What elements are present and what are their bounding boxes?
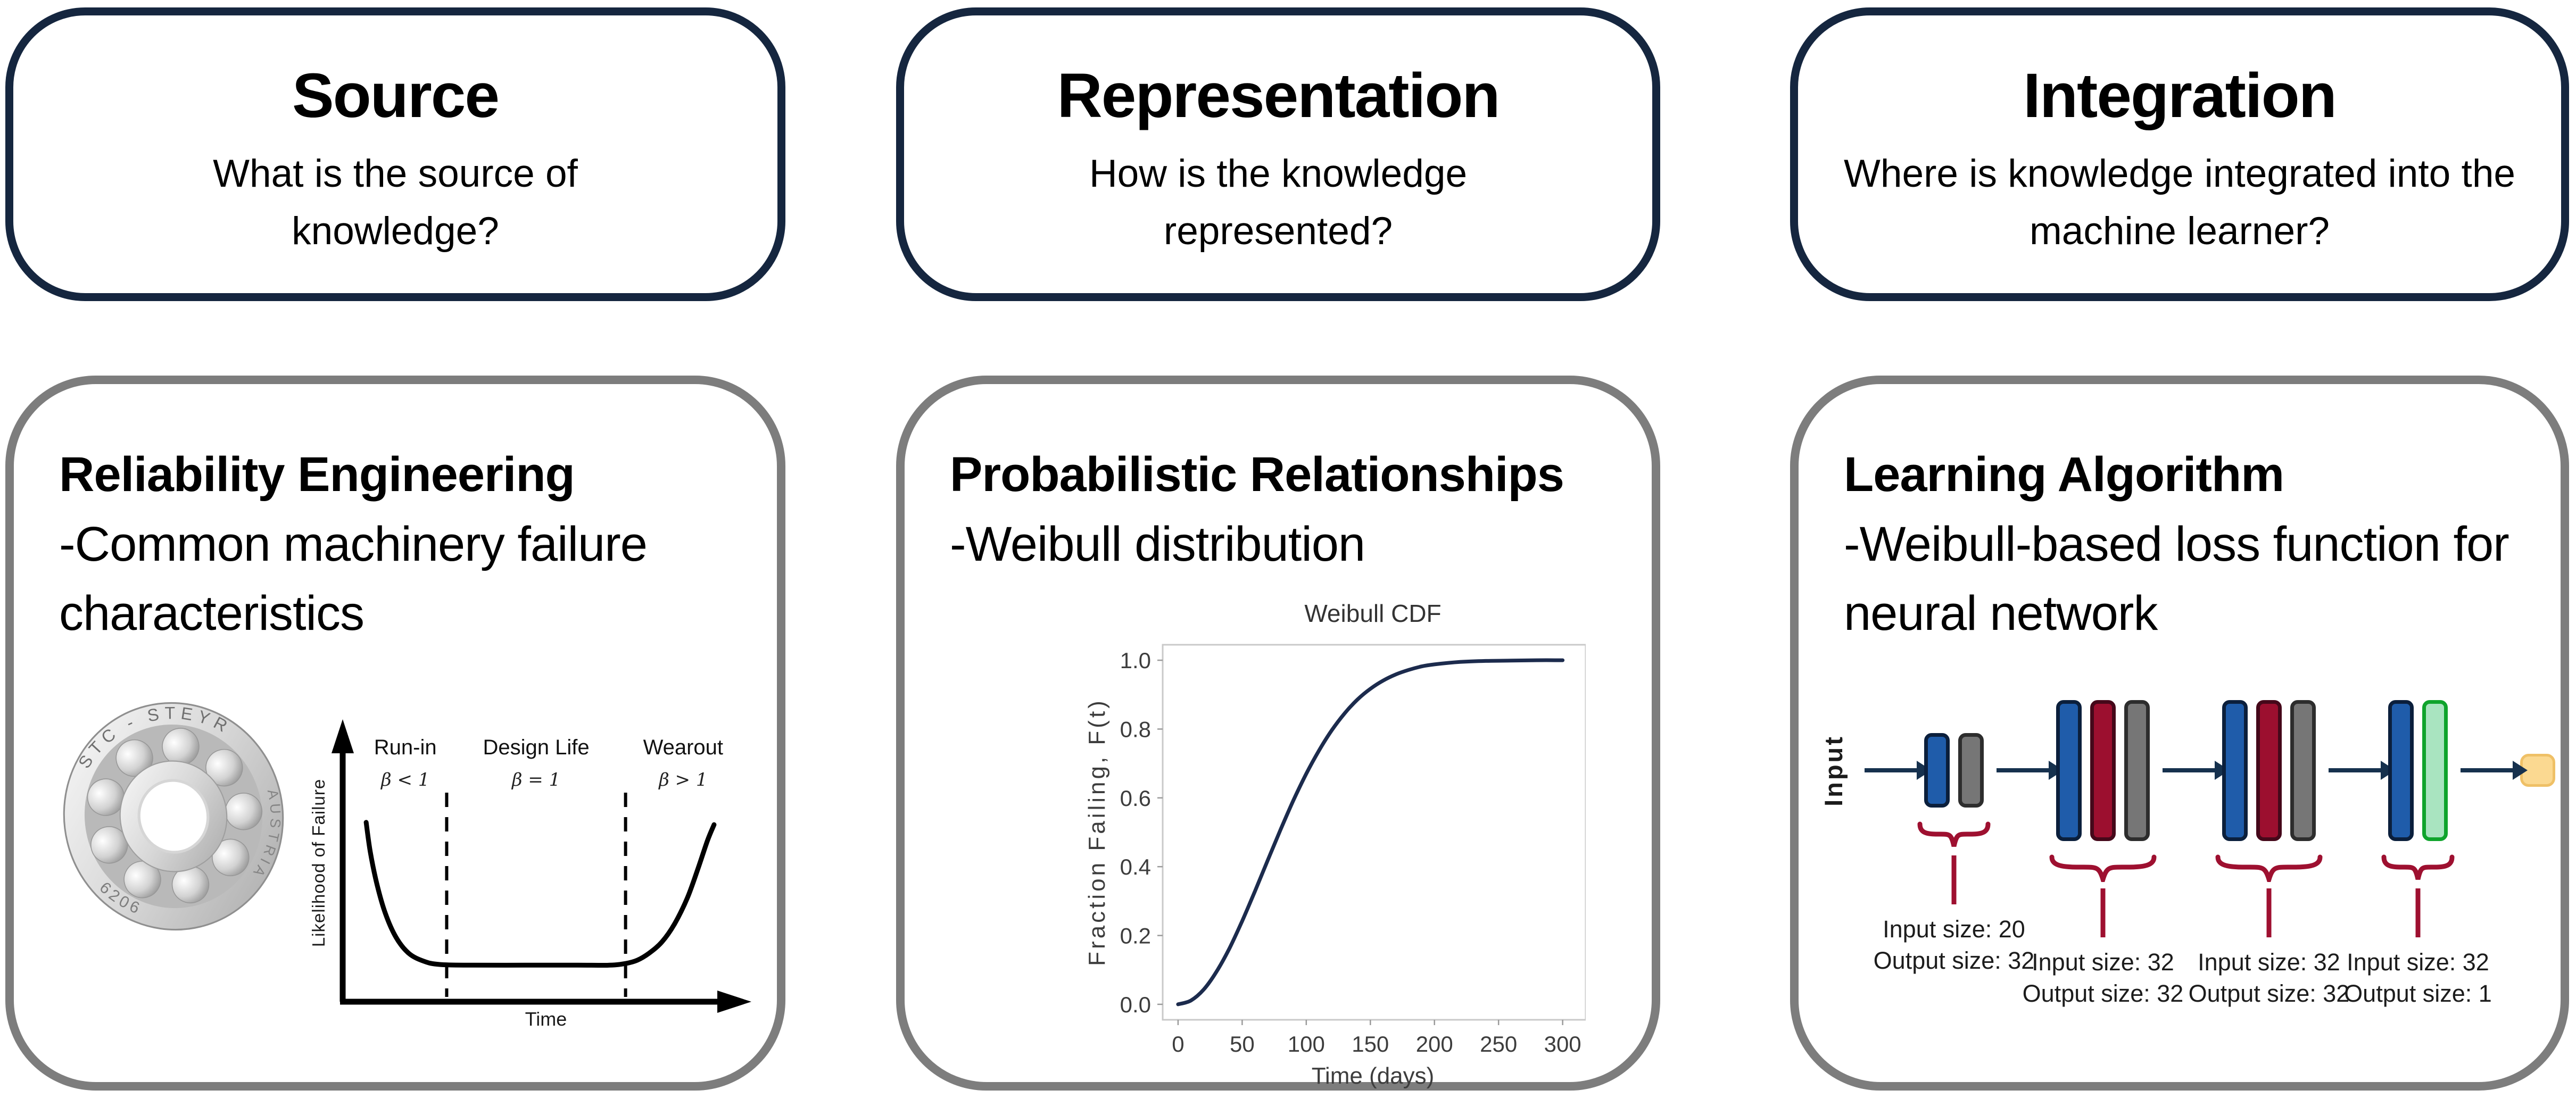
card-title-probabilistic: Probabilistic Relationships [950, 447, 1564, 502]
nn-brace-pointer-line [1951, 855, 1957, 904]
card-learning-algorithm: Learning Algorithm -Weibull-based loss f… [1790, 376, 2569, 1091]
nn-layer-group-2: Input size: 32 Output size: 32 [2023, 666, 2183, 1007]
weibull-y-tick-label: 0.4 [1120, 854, 1151, 879]
nn-layer-bar-gray [2290, 700, 2316, 841]
nn-input-label: Input [1819, 734, 1848, 806]
nn-brace-icon [1917, 821, 1991, 847]
weibull-y-tick-label: 0.8 [1120, 717, 1151, 742]
weibull-x-tick-label: 150 [1352, 1032, 1389, 1057]
bearing-image: STC - STEYR AUSTRIA 6206 [63, 686, 302, 931]
weibull-x-tick-label: 100 [1288, 1032, 1325, 1057]
weibull-x-tick-label: 200 [1416, 1032, 1453, 1057]
weibull-chart-title: Weibull CDF [1304, 600, 1441, 627]
card-body-reliability: -Common machinery failure characteristic… [59, 517, 648, 641]
header-title-representation: Representation [1057, 61, 1501, 131]
nn-layer-group-3: Input size: 32 Output size: 32 [2189, 666, 2349, 1007]
weibull-y-tick-label: 0.6 [1120, 786, 1151, 811]
nn-brace-icon [2381, 854, 2455, 880]
nn-layer-size-label-1: Input size: 20 Output size: 32 [1874, 914, 2035, 976]
weibull-x-tick-label: 300 [1544, 1032, 1581, 1057]
nn-layer-bar-green [2422, 700, 2448, 841]
bearing-bore [137, 779, 210, 854]
nn-layer-size-label-2: Input size: 32 Output size: 32 [2023, 947, 2184, 1009]
nn-layer-bars [1924, 733, 1984, 808]
card-probabilistic-relationships: Probabilistic Relationships -Weibull dis… [896, 376, 1660, 1091]
nn-layer-bar-blue [2388, 700, 2414, 841]
nn-brace-icon [2049, 854, 2157, 882]
card-body-learning: -Weibull-based loss function for neural … [1844, 517, 2509, 641]
nn-layer-size-label-3: Input size: 32 Output size: 32 [2189, 947, 2350, 1009]
nn-layer-group-4: Input size: 32 Output size: 1 [2344, 666, 2492, 1007]
nn-flow-arrow [2163, 761, 2230, 780]
nn-layer-group-1: Input size: 20 Output size: 32 [1874, 666, 2034, 974]
nn-layer-bar-maroon [2090, 700, 2116, 841]
weibull-y-tick-label: 1.0 [1120, 648, 1151, 673]
nn-output-size-text: Output size: 32 [1873, 946, 2035, 974]
nn-flow-arrow [2461, 761, 2528, 780]
bathtub-region-beta-label: β < 1 [380, 769, 429, 791]
header-subtitle-representation: How is the knowledge represented? [1089, 152, 1468, 253]
weibull-y-tick-label: 0.2 [1120, 924, 1151, 949]
nn-layer-bar-gray [1958, 733, 1984, 808]
nn-layer-bar-gray [2124, 700, 2150, 841]
nn-brace-pointer-line [2266, 888, 2272, 937]
header-box-integration: Integration Where is knowledge integrate… [1790, 7, 2569, 301]
nn-layer-bar-maroon [2256, 700, 2282, 841]
card-title-learning: Learning Algorithm [1844, 447, 2284, 502]
bathtub-x-axis-label: Time [525, 1008, 567, 1030]
nn-layer-bar-blue [2056, 700, 2082, 841]
nn-input-size-text: Input size: 32 [2347, 949, 2489, 976]
card-body-probabilistic: -Weibull distribution [950, 517, 1365, 571]
nn-output-size-text: Output size: 32 [2022, 979, 2184, 1007]
nn-input-size-text: Input size: 32 [2198, 949, 2340, 976]
bathtub-y-axis-label: Likelihood of Failure [312, 779, 328, 947]
header-box-representation: Representation How is the knowledge repr… [896, 7, 1660, 301]
nn-output-size-text: Output size: 32 [2188, 979, 2350, 1007]
bearing-balls [87, 728, 263, 904]
nn-flow-arrow [1865, 761, 1932, 780]
nn-layer-bars [2222, 700, 2316, 841]
nn-layer-bars [2388, 700, 2448, 841]
nn-brace-pointer-line [2100, 888, 2106, 937]
nn-input-label-box: Input [1815, 666, 1852, 875]
weibull-x-tick-label: 0 [1172, 1032, 1184, 1057]
card-reliability-engineering: Reliability Engineering -Common machiner… [5, 376, 785, 1091]
nn-diagram: Input Input size: 20 Output size: 32 Inp… [1815, 666, 2562, 1086]
nn-input-size-text: Input size: 32 [2032, 949, 2174, 976]
nn-flow-arrow [1997, 761, 2064, 780]
weibull-y-tick-label: 0.0 [1120, 992, 1151, 1017]
nn-brace-icon [2215, 854, 2323, 882]
header-title-integration: Integration [2023, 61, 2337, 131]
bathtub-region-label: Run-in [374, 736, 437, 759]
header-box-source: Source What is the source of knowledge? [5, 7, 785, 301]
header-title-source: Source [292, 61, 500, 131]
bathtub-region-beta-label: β > 1 [658, 769, 707, 791]
nn-output-node [2520, 754, 2555, 787]
weibull-cdf-chart: Weibull CDF 0.0 0.2 0.4 0.6 0.8 1.0 0 50 100 150 2… [1084, 600, 1586, 1089]
nn-layer-bar-blue [2222, 700, 2248, 841]
bathtub-region-label: Design Life [483, 736, 589, 759]
bathtub-region-beta-label: β = 1 [511, 769, 560, 791]
nn-layer-bars [2056, 700, 2150, 841]
weibull-x-tick-label: 250 [1480, 1032, 1517, 1057]
weibull-x-tick-label: 50 [1230, 1032, 1255, 1057]
header-subtitle-source: What is the source of knowledge? [213, 152, 578, 253]
nn-flow-arrow [2329, 761, 2396, 780]
nn-layer-bar-blue [1924, 733, 1950, 808]
bathtub-region-label: Wearout [643, 736, 723, 759]
weibull-y-axis-label: Fraction Failing, F(t) [1084, 698, 1110, 966]
nn-brace-pointer-line [2415, 888, 2421, 937]
header-subtitle-integration: Where is knowledge integrated into the m… [1843, 152, 2516, 253]
weibull-x-axis-label: Time (days) [1312, 1063, 1435, 1089]
nn-layer-size-label-4: Input size: 32 Output size: 1 [2344, 947, 2492, 1009]
card-title-reliability: Reliability Engineering [59, 447, 575, 502]
nn-output-size-text: Output size: 1 [2344, 979, 2492, 1007]
nn-input-size-text: Input size: 20 [1883, 916, 2025, 943]
